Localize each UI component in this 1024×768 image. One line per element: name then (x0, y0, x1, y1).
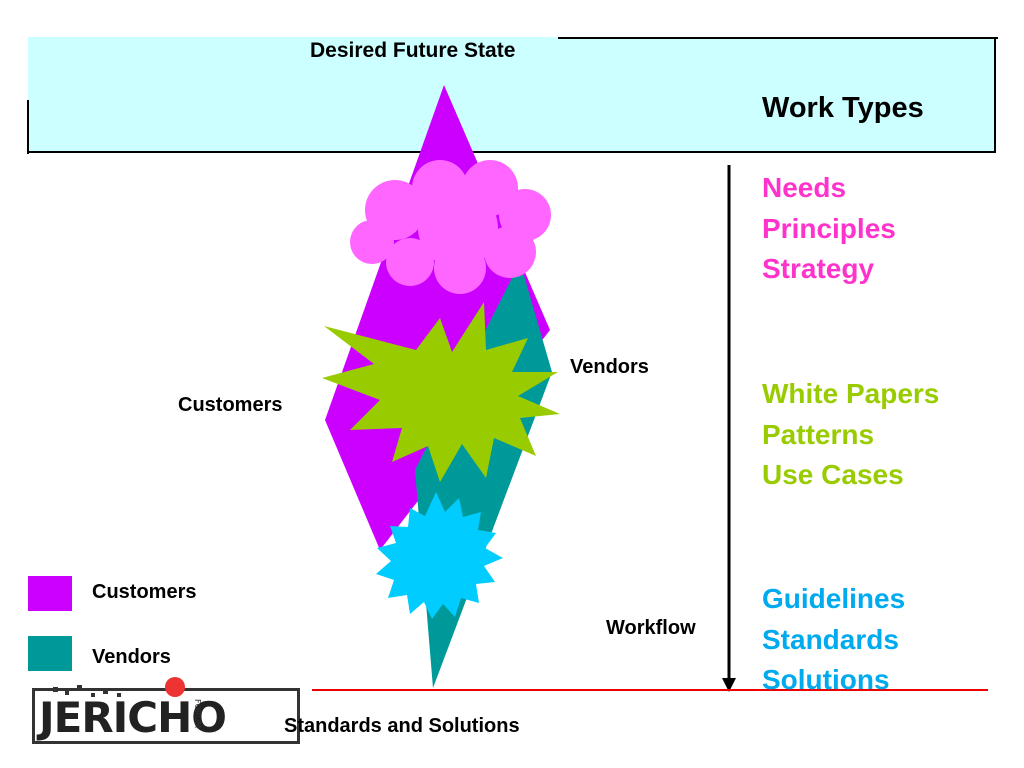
legend-customers-swatch (28, 576, 72, 611)
workflow-arrow-head (722, 678, 736, 692)
work-type-white-papers: White Papers (762, 378, 940, 409)
logo-text: JERICHO (39, 693, 227, 742)
legend-vendors-label: Vendors (92, 646, 171, 668)
customers-shape-label: Customers (178, 394, 283, 416)
desired-future-state-band (28, 37, 996, 153)
logo-sub: FORUM (193, 699, 202, 729)
work-type-standards: Standards (762, 623, 899, 655)
work-type-use-cases: Use Cases (762, 459, 904, 490)
logo-red-dot (165, 677, 185, 697)
desired-future-state-label: Desired Future State (310, 39, 516, 62)
band-left-edge (27, 100, 29, 154)
pink-cloud (350, 160, 551, 294)
work-type-patterns: Patterns (762, 418, 875, 450)
workflow-label: Workflow (606, 617, 696, 639)
work-types-group-3: Guidelines Standards Solutions (762, 579, 905, 701)
legend-customers-label: Customers (92, 581, 197, 603)
work-type-guidelines: Guidelines (762, 583, 906, 614)
vendors-shape-label: Vendors (570, 356, 649, 378)
cyan-starburst (376, 492, 503, 619)
work-type-needs: Needs (762, 172, 847, 203)
green-starburst (322, 302, 560, 482)
work-type-strategy: Strategy (762, 253, 875, 284)
work-types-title: Work Types (762, 92, 924, 124)
work-type-principles: Principles (762, 212, 896, 244)
work-types-group-2: White Papers Patterns Use Cases (762, 374, 939, 496)
legend-vendors-swatch (28, 636, 72, 671)
jericho-forum-logo: JERICHO FORUM (32, 677, 300, 744)
work-type-solutions: Solutions (762, 664, 890, 695)
standards-and-solutions-label: Standards and Solutions (284, 715, 520, 737)
band-top-edge (558, 37, 998, 39)
work-types-group-1: Needs Principles Strategy (762, 168, 896, 290)
logo-pixel-dots (53, 685, 121, 697)
